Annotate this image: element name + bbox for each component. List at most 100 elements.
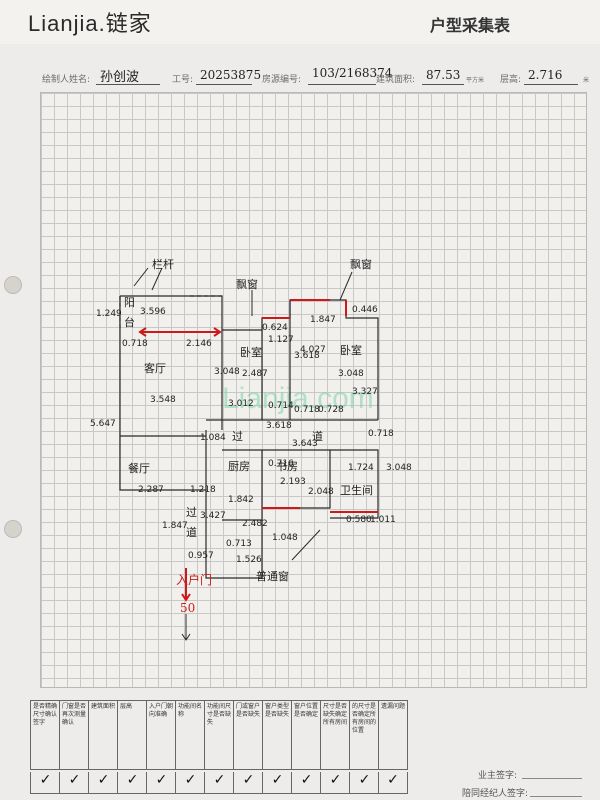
area-unit: 平方米 xyxy=(466,77,485,84)
height-label: 层高: xyxy=(500,75,522,85)
checklist-item: 门窗是否再次测量确认 xyxy=(59,700,89,770)
room-study: 书房 xyxy=(276,460,298,473)
header-bar: Lianjia.链家 户型采集表 xyxy=(0,0,600,44)
room-balcony-b: 台 xyxy=(124,315,135,329)
dimension-label: 0.718 xyxy=(368,429,394,439)
binder-hole-top xyxy=(4,276,22,294)
checklist-tick[interactable]: ✓ xyxy=(378,772,408,794)
dimension-label: 3.618 xyxy=(266,421,292,431)
dimension-label: 1.218 xyxy=(190,485,216,495)
dimension-label: 3.048 xyxy=(214,367,240,377)
dimension-label: 2.287 xyxy=(138,485,164,495)
house-underline xyxy=(308,84,376,85)
dimension-label: 0.446 xyxy=(352,305,378,315)
checklist-item: 层高 xyxy=(117,700,147,770)
checklist-tick[interactable]: ✓ xyxy=(233,772,263,794)
checklist-item: 尺寸是否缺失确定所有房间 xyxy=(320,700,350,770)
checklist-item: 功能间名称 xyxy=(175,700,205,770)
dimension-label: 1.526 xyxy=(236,555,262,565)
checklist-tick[interactable]: ✓ xyxy=(175,772,205,794)
note-door-value: 50 xyxy=(180,601,195,615)
id-underline xyxy=(196,84,252,85)
plan-annotation-arrows xyxy=(133,267,353,641)
dimension-label: 1.011 xyxy=(370,515,396,525)
checklist-tick[interactable]: ✓ xyxy=(204,772,234,794)
owner-signature-label: 业主签字: xyxy=(478,771,518,781)
note-bay-window-2: 飘窗 xyxy=(350,257,372,271)
checklist-tick[interactable]: ✓ xyxy=(30,772,60,794)
dimension-label: 1.724 xyxy=(348,463,374,473)
brand-logo: Lianjia.链家 xyxy=(28,11,152,36)
checklist-item: 窗户位置是否确定 xyxy=(291,700,321,770)
dimension-label: 3.618 xyxy=(294,351,320,361)
dimension-labels: 3.5962.1460.7181.2493.5483.0485.6472.287… xyxy=(90,305,412,565)
room-bath: 卫生间 xyxy=(340,483,373,497)
dimension-label: 1.048 xyxy=(272,533,298,543)
checklist-tick[interactable]: ✓ xyxy=(146,772,176,794)
dimension-label: 1.847 xyxy=(162,521,188,531)
note-bay-window-1: 飘窗 xyxy=(236,277,258,291)
height-unit: 米 xyxy=(583,77,590,84)
drawer-underline xyxy=(96,84,160,85)
dimension-label: 3.048 xyxy=(386,463,412,473)
dimension-label: 1.249 xyxy=(96,309,122,319)
checklist-item: 窗户类型是否缺失 xyxy=(262,700,292,770)
dimension-label: 1.847 xyxy=(310,315,336,325)
checklist-tick[interactable]: ✓ xyxy=(117,772,147,794)
dimension-label: 1.084 xyxy=(200,433,226,443)
area-underline xyxy=(422,84,464,85)
dimension-label: 3.012 xyxy=(228,399,254,409)
checklist-item: 是否精确尺寸确认签字 xyxy=(30,700,60,770)
dimension-label: 2.146 xyxy=(186,339,212,349)
checklist-table: 是否精确尺寸确认签字✓门窗是否再次测量确认✓建筑面积✓层高✓入户门朝向准确✓功能… xyxy=(30,700,410,795)
house-label: 房源编号: xyxy=(262,75,302,85)
dimension-label: 1.127 xyxy=(268,335,294,345)
agent-signature-label: 陪同经纪人签字: xyxy=(462,789,529,799)
checklist-item: 的尺寸是否确定所有房间的位置 xyxy=(349,700,379,770)
graph-paper-grid xyxy=(40,92,587,688)
checklist-item: 门或窗户是否缺失 xyxy=(233,700,263,770)
id-label: 工号: xyxy=(172,75,194,85)
dimension-label: 5.647 xyxy=(90,419,116,429)
checklist-item: 遗漏问题 xyxy=(378,700,408,770)
room-hall-c: 过 xyxy=(186,506,197,519)
room-bedroom-1: 卧室 xyxy=(240,345,262,359)
checklist-tick[interactable]: ✓ xyxy=(88,772,118,794)
checklist-tick[interactable]: ✓ xyxy=(320,772,350,794)
dimension-label: 2.048 xyxy=(308,487,334,497)
room-balcony-a: 阳 xyxy=(124,296,135,309)
dimension-label: 0.580 xyxy=(346,515,372,525)
checklist-tick[interactable]: ✓ xyxy=(349,772,379,794)
dimension-label: 2.193 xyxy=(280,477,306,487)
dimension-label: 1.842 xyxy=(228,495,254,505)
room-hall-d: 道 xyxy=(186,525,197,539)
checklist-tick[interactable]: ✓ xyxy=(59,772,89,794)
agent-signature-line[interactable] xyxy=(530,796,582,797)
checklist-item: 入户门朝向准确 xyxy=(146,700,176,770)
room-kitchen: 厨房 xyxy=(228,460,250,473)
room-dining: 餐厅 xyxy=(128,461,150,475)
checklist-item: 建筑面积 xyxy=(88,700,118,770)
dimension-label: 0.718 xyxy=(122,339,148,349)
room-living: 客厅 xyxy=(144,361,166,375)
room-hall-a: 过 xyxy=(232,430,243,443)
checklist-item: 功能间尺寸是否缺失 xyxy=(204,700,234,770)
area-label: 建筑面积: xyxy=(376,75,416,85)
dimension-label: 3.548 xyxy=(150,395,176,405)
plan-red-marks xyxy=(138,299,378,602)
room-hall-b: 道 xyxy=(312,429,323,443)
dimension-label: 2.482 xyxy=(242,519,268,529)
checklist-tick[interactable]: ✓ xyxy=(262,772,292,794)
note-railing: 栏杆 xyxy=(152,257,174,271)
plan-walls xyxy=(119,295,379,579)
owner-signature-line[interactable] xyxy=(522,778,582,779)
dimension-label: 2.487 xyxy=(242,369,268,379)
note-entry-door: 入户门 xyxy=(176,572,212,587)
room-bedroom-2: 卧室 xyxy=(340,343,362,357)
binder-hole-bottom xyxy=(4,520,22,538)
house-value: 103/2168374 xyxy=(312,66,393,80)
checklist-tick[interactable]: ✓ xyxy=(291,772,321,794)
dimension-label: 0.714 xyxy=(268,401,294,411)
